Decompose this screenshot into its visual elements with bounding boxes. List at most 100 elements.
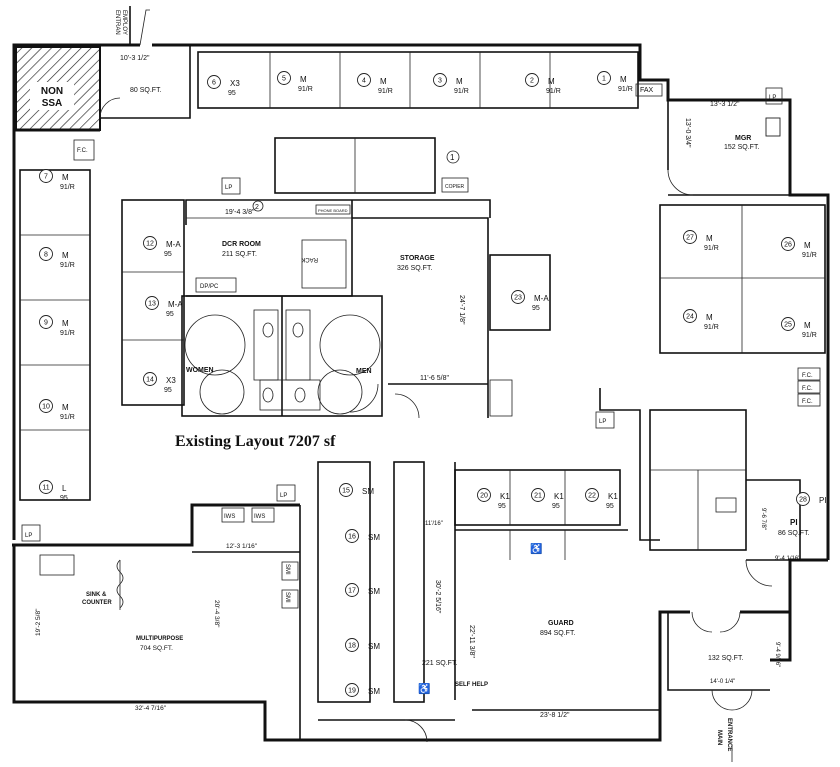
workstation-number: 25 [784,322,792,329]
workstation-marker-circle [683,309,697,323]
workstation-code: M [620,75,627,84]
workstation-marker-circle [345,638,359,652]
workstation-code: M [706,234,713,243]
room-132-area: 132 SQ.FT. [708,655,743,662]
pi-name: PI [790,518,798,527]
workstation-marker-circle [345,529,359,543]
self-help-label: SELF HELP [455,682,488,688]
workstation-marker-circle [796,492,810,506]
workstation-marker-circle [683,230,697,244]
rack-label: RACK [301,256,318,262]
dcr-callout-num: 2 [255,204,259,211]
workstation-code: M [62,319,69,328]
workstation-marker-circle [145,296,159,310]
door-arc [719,611,741,633]
workstation-type: 95 [228,90,236,97]
workstation-number: 22 [588,493,596,500]
workstation-type: 95 [164,251,172,258]
room-80-dim: 10'-3 1/2" [120,55,150,62]
fax-label: FAX [640,87,654,94]
left-fc-label: F.C. [77,148,88,154]
workstation-type: 91/R [60,262,75,269]
workstation-code: SM [368,687,380,696]
workstation-number: 8 [44,252,48,259]
workstation-marker-circle [39,480,53,494]
workstation-9: 9 M 91/R [39,315,75,337]
workstation-number: 3 [438,78,442,85]
sink-counter-label-1: SINK & [86,592,107,598]
door-arc [349,383,379,413]
room-132-dim-bottom: 14'-0 1/4" [710,679,735,685]
workstation-type: 95 [532,305,540,312]
workstation-code: SM [368,587,380,596]
pi-dim-side: 9'-6 7/8" [760,508,766,530]
right-cubicle-block [659,204,826,354]
center-lp-label: LP [225,185,232,191]
workstation-22: 22 K1 95 [585,488,618,510]
non-ssa-label-line1: NON [41,86,63,97]
fc-label-1: F.C. [802,373,813,379]
cubicle-column-12-14 [121,199,185,406]
workstation-code: M-A [168,300,183,309]
pi-and-restroom-block [595,388,801,587]
workstation-type: 91/R [704,245,719,252]
right-fc-stack [797,367,821,407]
workstation-type: 91/R [60,184,75,191]
guard-dim-side: 22'-11 3/8" [468,625,475,658]
room-221-area: 221 SQ.FT. [422,660,457,667]
multipurpose-room [39,484,300,610]
dcr-name: DCR ROOM [222,241,261,248]
men-label: MEN [356,368,372,375]
workstation-type: 91/R [60,330,75,337]
workstation-type: 95 [606,503,614,510]
workstation-type: 91/R [802,332,817,339]
guard-name: GUARD [548,620,574,627]
workstation-code: K1 [500,492,510,501]
workstation-type: 95 [164,387,172,394]
workstation-code: K1 [608,492,618,501]
workstation-marker-circle [39,169,53,183]
workstation-number: 20 [480,493,488,500]
door-arc [394,393,420,419]
workstation-marker-circle [433,73,447,87]
entrance-arrow-icon [139,9,150,46]
multipurpose-dim-bottom: 32'-4 7/16" [135,705,167,712]
multipurpose-name: MULTIPURPOSE [136,636,183,642]
workstation-type: 91/R [298,86,313,93]
pi-area: 86 SQ.FT. [778,530,810,537]
door-arc [404,719,428,743]
workstation-number: 19 [348,688,356,695]
mgr-dim-top: 13'-3 1/2" [710,101,740,108]
multipurpose-lp-label: LP [280,493,287,499]
workstation-number: 9 [44,320,48,327]
main-entrance-label-2: MAIN [716,730,722,745]
workstation-type: 91/R [378,88,393,95]
workstation-marker-circle [345,683,359,697]
workstation-code: SM [368,533,380,542]
workstation-marker-circle [781,317,795,331]
workstation-type: 91/R [454,88,469,95]
workstation-type: 95 [498,503,506,510]
smi-label-2: SMI [284,592,290,603]
workstation-marker-circle [781,237,795,251]
employee-entrance-label-2: ENTRAN [114,10,120,35]
workstation-number: 26 [784,242,792,249]
workstation-code: M [456,77,463,86]
workstation-code: M-A [166,240,181,249]
storage-dim-bottom: 11'-6 5/8" [420,375,450,382]
fax-machine [635,83,663,97]
workstation-marker-circle [531,488,545,502]
top-cubicle-row [197,51,639,109]
multipurpose-area: 704 SQ.FT. [140,645,173,652]
workstation-code: M [706,313,713,322]
workstation-number: 1 [602,76,606,83]
smi-label-1: SMI [284,564,290,575]
folding-partition [116,559,124,609]
